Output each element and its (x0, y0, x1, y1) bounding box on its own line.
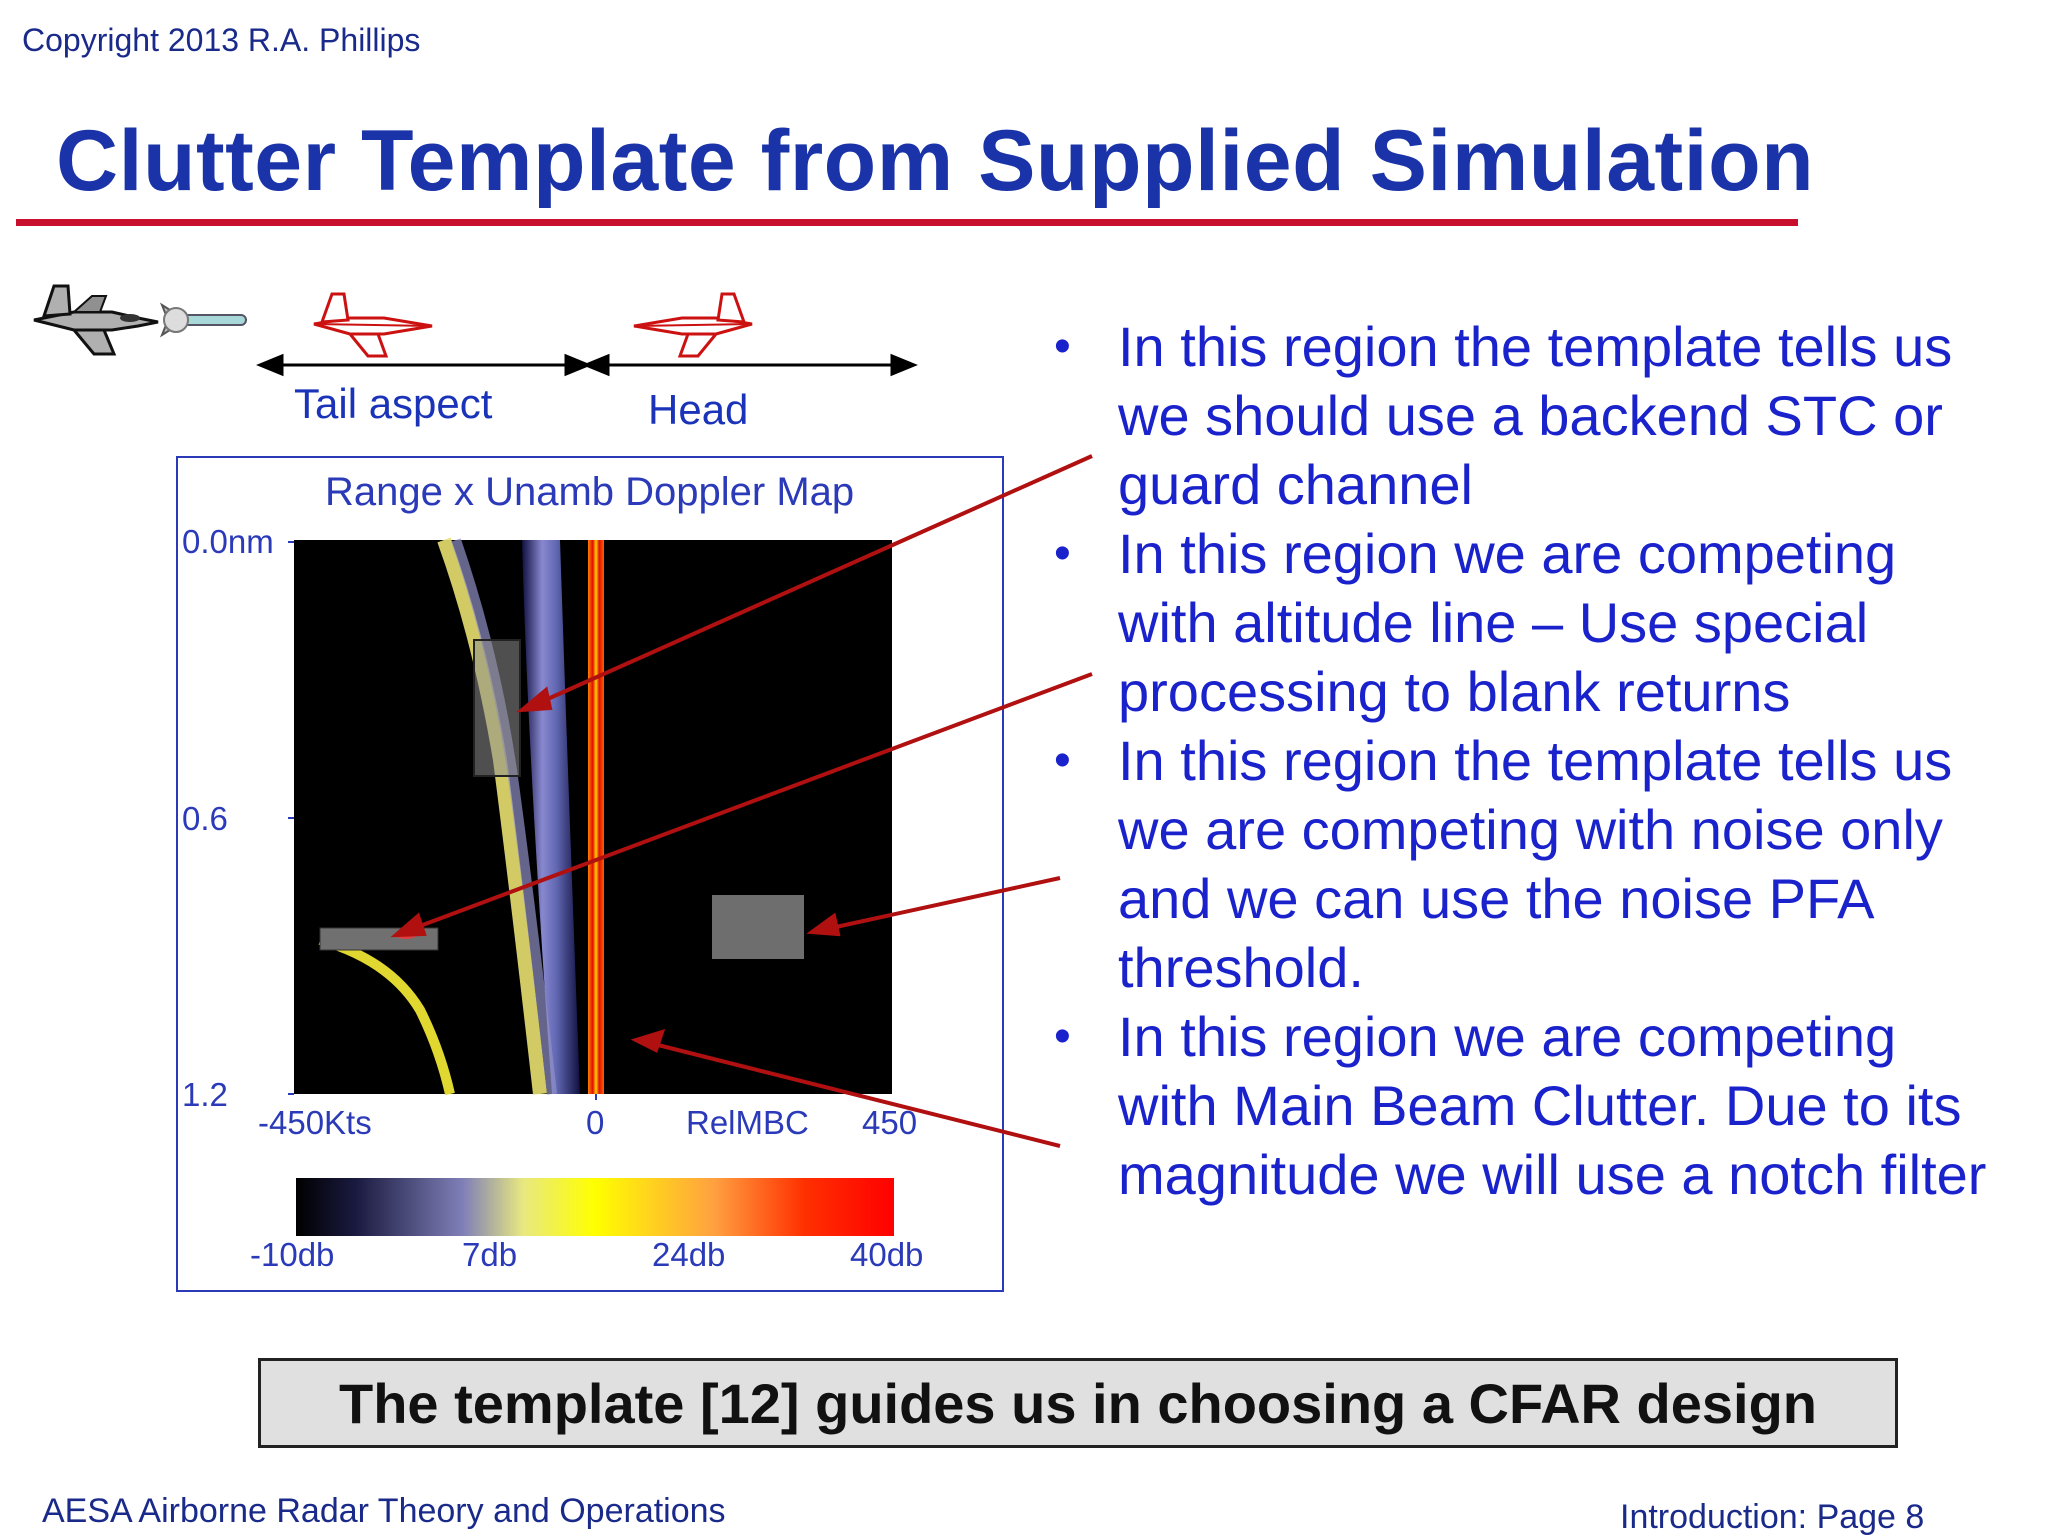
x-tick-2: RelMBC (686, 1104, 809, 1141)
bullet-text: In this region the template tells us we … (1118, 729, 1953, 999)
cfar-callout-box: The template [12] guides us in choosing … (258, 1358, 1898, 1448)
bullet-text: In this region we are competing with Mai… (1118, 1005, 1987, 1206)
head-aspect-label: Head (648, 386, 749, 433)
y-tick-1: 0.6 (182, 800, 228, 837)
title-underline (16, 219, 1798, 226)
map-title: Range x Unamb Doppler Map (325, 470, 855, 514)
target-jet-tail-icon (313, 292, 433, 358)
bullet-dot-icon: • (1054, 527, 1071, 580)
bullet-dot-icon: • (1054, 320, 1071, 373)
colorbar-tick-1: 7db (462, 1236, 518, 1273)
target-jet-head-icon (633, 292, 753, 358)
slide-title: Clutter Template from Supplied Simulatio… (56, 113, 1815, 209)
bullet-item: • In this region the template tells us we… (1046, 726, 2006, 1002)
bullet-item: • In this region the template tells us we… (1046, 312, 2006, 519)
y-tick-0: 0.0nm (182, 523, 274, 560)
x-tick-0: -450Kts (258, 1104, 372, 1141)
x-tick-1: 0 (586, 1104, 605, 1141)
colorbar-tick-3: 40db (850, 1236, 924, 1273)
colorbar-tick-0: -10db (250, 1236, 335, 1273)
bullet-item: • In this region we are competing with al… (1046, 519, 2006, 726)
footer-page-number: Introduction: Page 8 (1620, 1498, 1925, 1536)
bullet-text: In this region we are competing with alt… (1118, 522, 1897, 723)
missile-icon (159, 302, 247, 338)
fighter-jet-icon (33, 284, 159, 356)
footer-course-title: AESA Airborne Radar Theory and Operation… (42, 1492, 726, 1530)
bullet-item: • In this region we are competing with Ma… (1046, 1002, 2006, 1209)
bullet-dot-icon: • (1054, 734, 1071, 787)
bullet-dot-icon: • (1054, 1010, 1071, 1063)
head-aspect-arrow (582, 353, 918, 377)
y-tick-2: 1.2 (182, 1076, 228, 1113)
tail-aspect-label: Tail aspect (294, 380, 493, 427)
bullet-list: • In this region the template tells us we… (1046, 312, 2006, 1209)
bullet-text: In this region the template tells us we … (1118, 315, 1953, 516)
aspect-diagram (33, 284, 918, 377)
doppler-map-frame (176, 456, 1004, 1292)
copyright-text: Copyright 2013 R.A. Phillips (22, 22, 421, 58)
tail-aspect-arrow (256, 353, 592, 377)
x-tick-3: 450 (862, 1104, 918, 1141)
colorbar-tick-2: 24db (652, 1236, 726, 1273)
